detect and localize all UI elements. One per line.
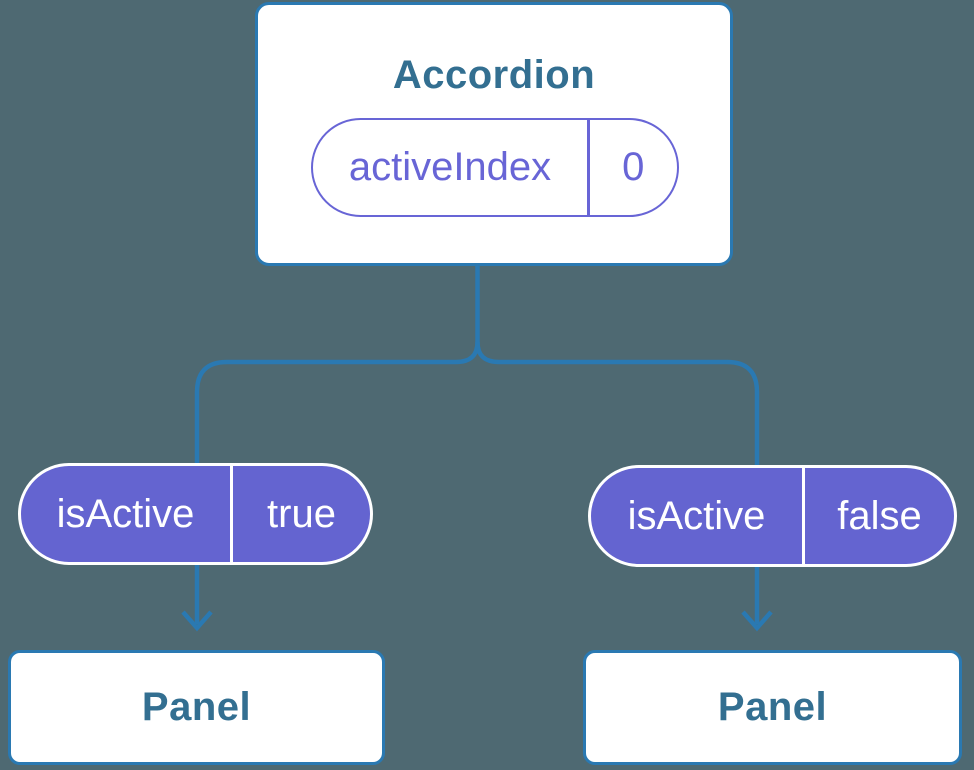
connector-branch-right [475,341,760,624]
prop-value-label: true [267,491,336,536]
arrowhead-left-icon [181,610,213,632]
accordion-component-box: Accordion activeIndex 0 [255,2,733,266]
connector-branch-left [194,341,480,624]
state-pill-divider [587,120,590,215]
panel-component-box-left: Panel [8,650,385,765]
prop-name-label: isActive [56,491,195,536]
panel-component-box-right: Panel [583,650,962,765]
arrowhead-right-icon [741,610,773,632]
state-pill-activeindex: activeIndex 0 [311,118,679,217]
state-name-label: activeIndex [348,145,552,189]
prop-pill-isactive-false: isActive false [588,465,957,567]
prop-value-label: false [837,493,922,538]
prop-pill-divider [802,468,805,564]
prop-pill-divider [230,466,233,562]
prop-pill-isactive-true: isActive true [18,463,373,565]
state-value-label: 0 [622,145,645,189]
prop-name-label: isActive [627,493,766,538]
accordion-title: Accordion [392,53,596,97]
